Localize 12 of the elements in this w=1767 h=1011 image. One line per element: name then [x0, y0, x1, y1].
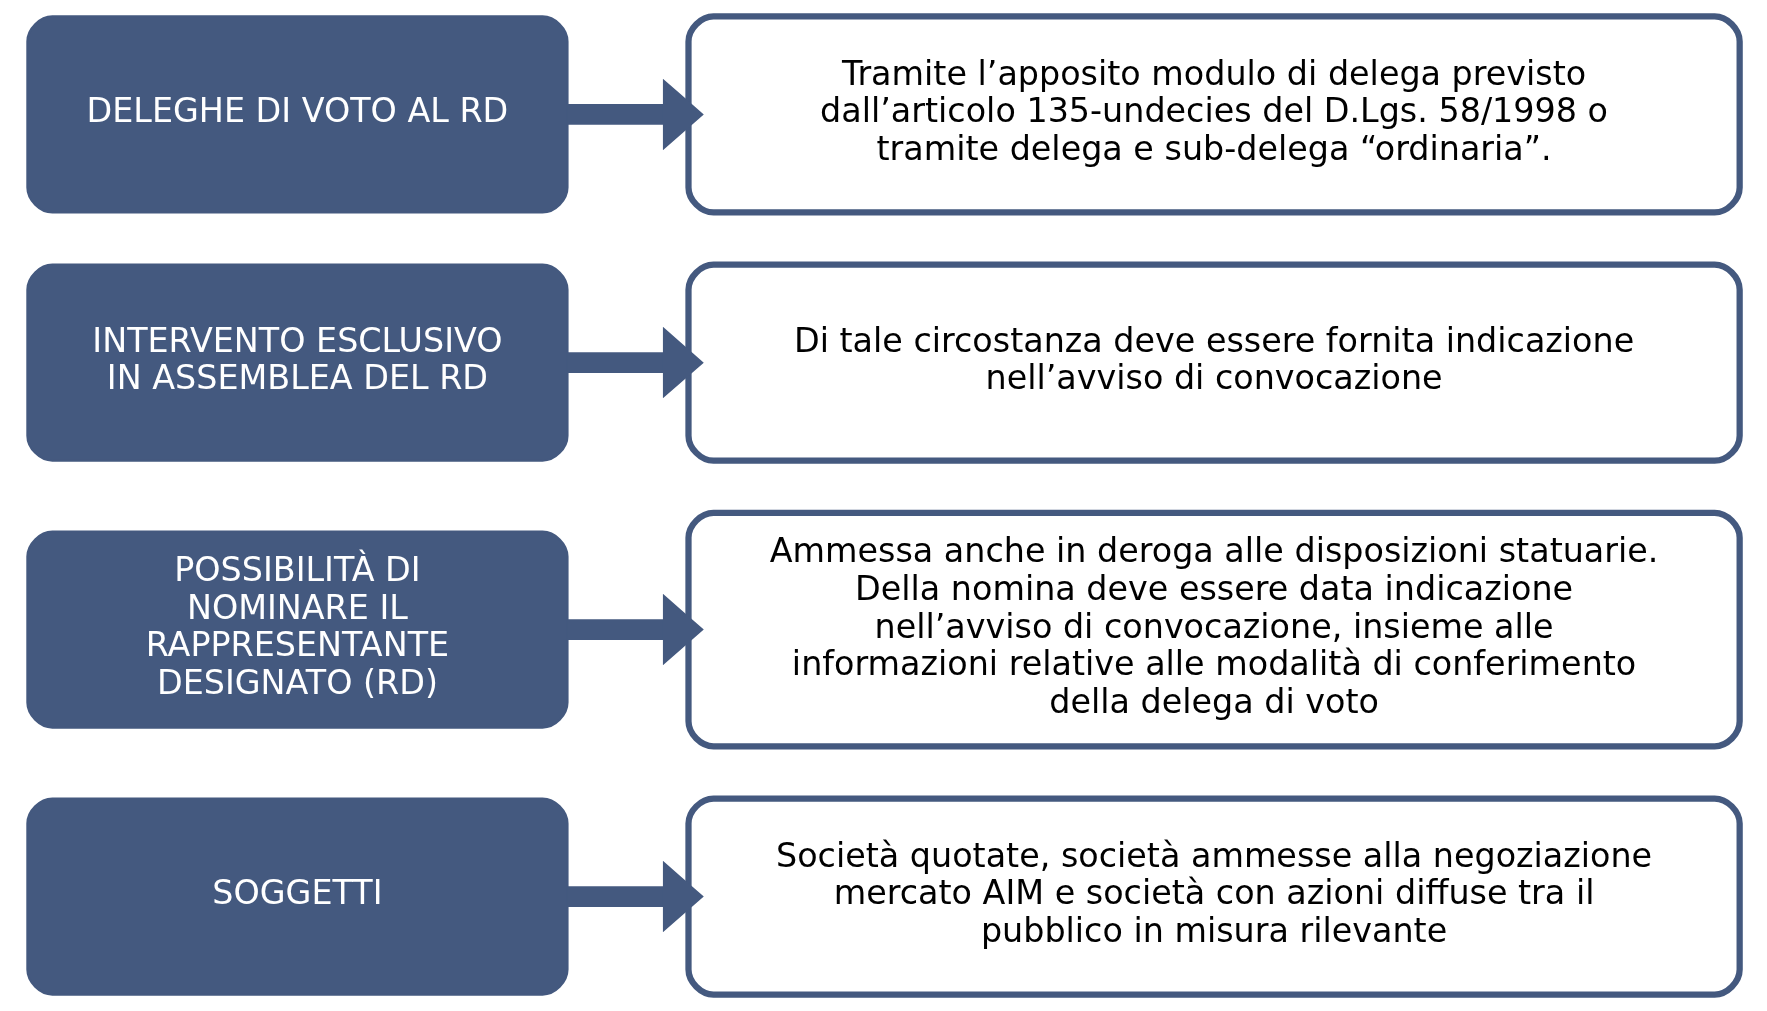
arrow	[567, 593, 704, 666]
node-box: POSSIBILITÀ DI NOMINARE IL RAPPRESENTANTE DESIGNATO (RD)	[26, 530, 569, 729]
node-box: INTERVENTO ESCLUSIVO IN ASSEMBLEA DEL RD	[26, 263, 569, 462]
node-box: Società quotate, società ammesse alla negoziazione mercato AIM e società con azioni diffuse tra il pubblico in misura rilevante	[685, 795, 1743, 998]
arrow	[567, 860, 704, 933]
node-box: Tramite l’apposito modulo di delega previsto dall’articolo 135-undecies del D.Lgs. 58/1998 o tramite delega e sub-delega “ordinaria”.	[685, 13, 1743, 216]
arrow	[567, 78, 704, 151]
arrow	[567, 326, 704, 399]
node-box: Ammessa anche in deroga alle disposizioni statuarie. Della nomina deve essere data indicazione nell’avviso di convocazione, insieme alle informazioni relative alle modalità di conferimento della delega di voto	[685, 509, 1743, 750]
node-box: SOGGETTI	[26, 797, 569, 996]
node-box: DELEGHE DI VOTO AL RD	[26, 15, 569, 214]
node-box: Di tale circostanza deve essere fornita indicazione nell’avviso di convocazione	[685, 261, 1743, 464]
